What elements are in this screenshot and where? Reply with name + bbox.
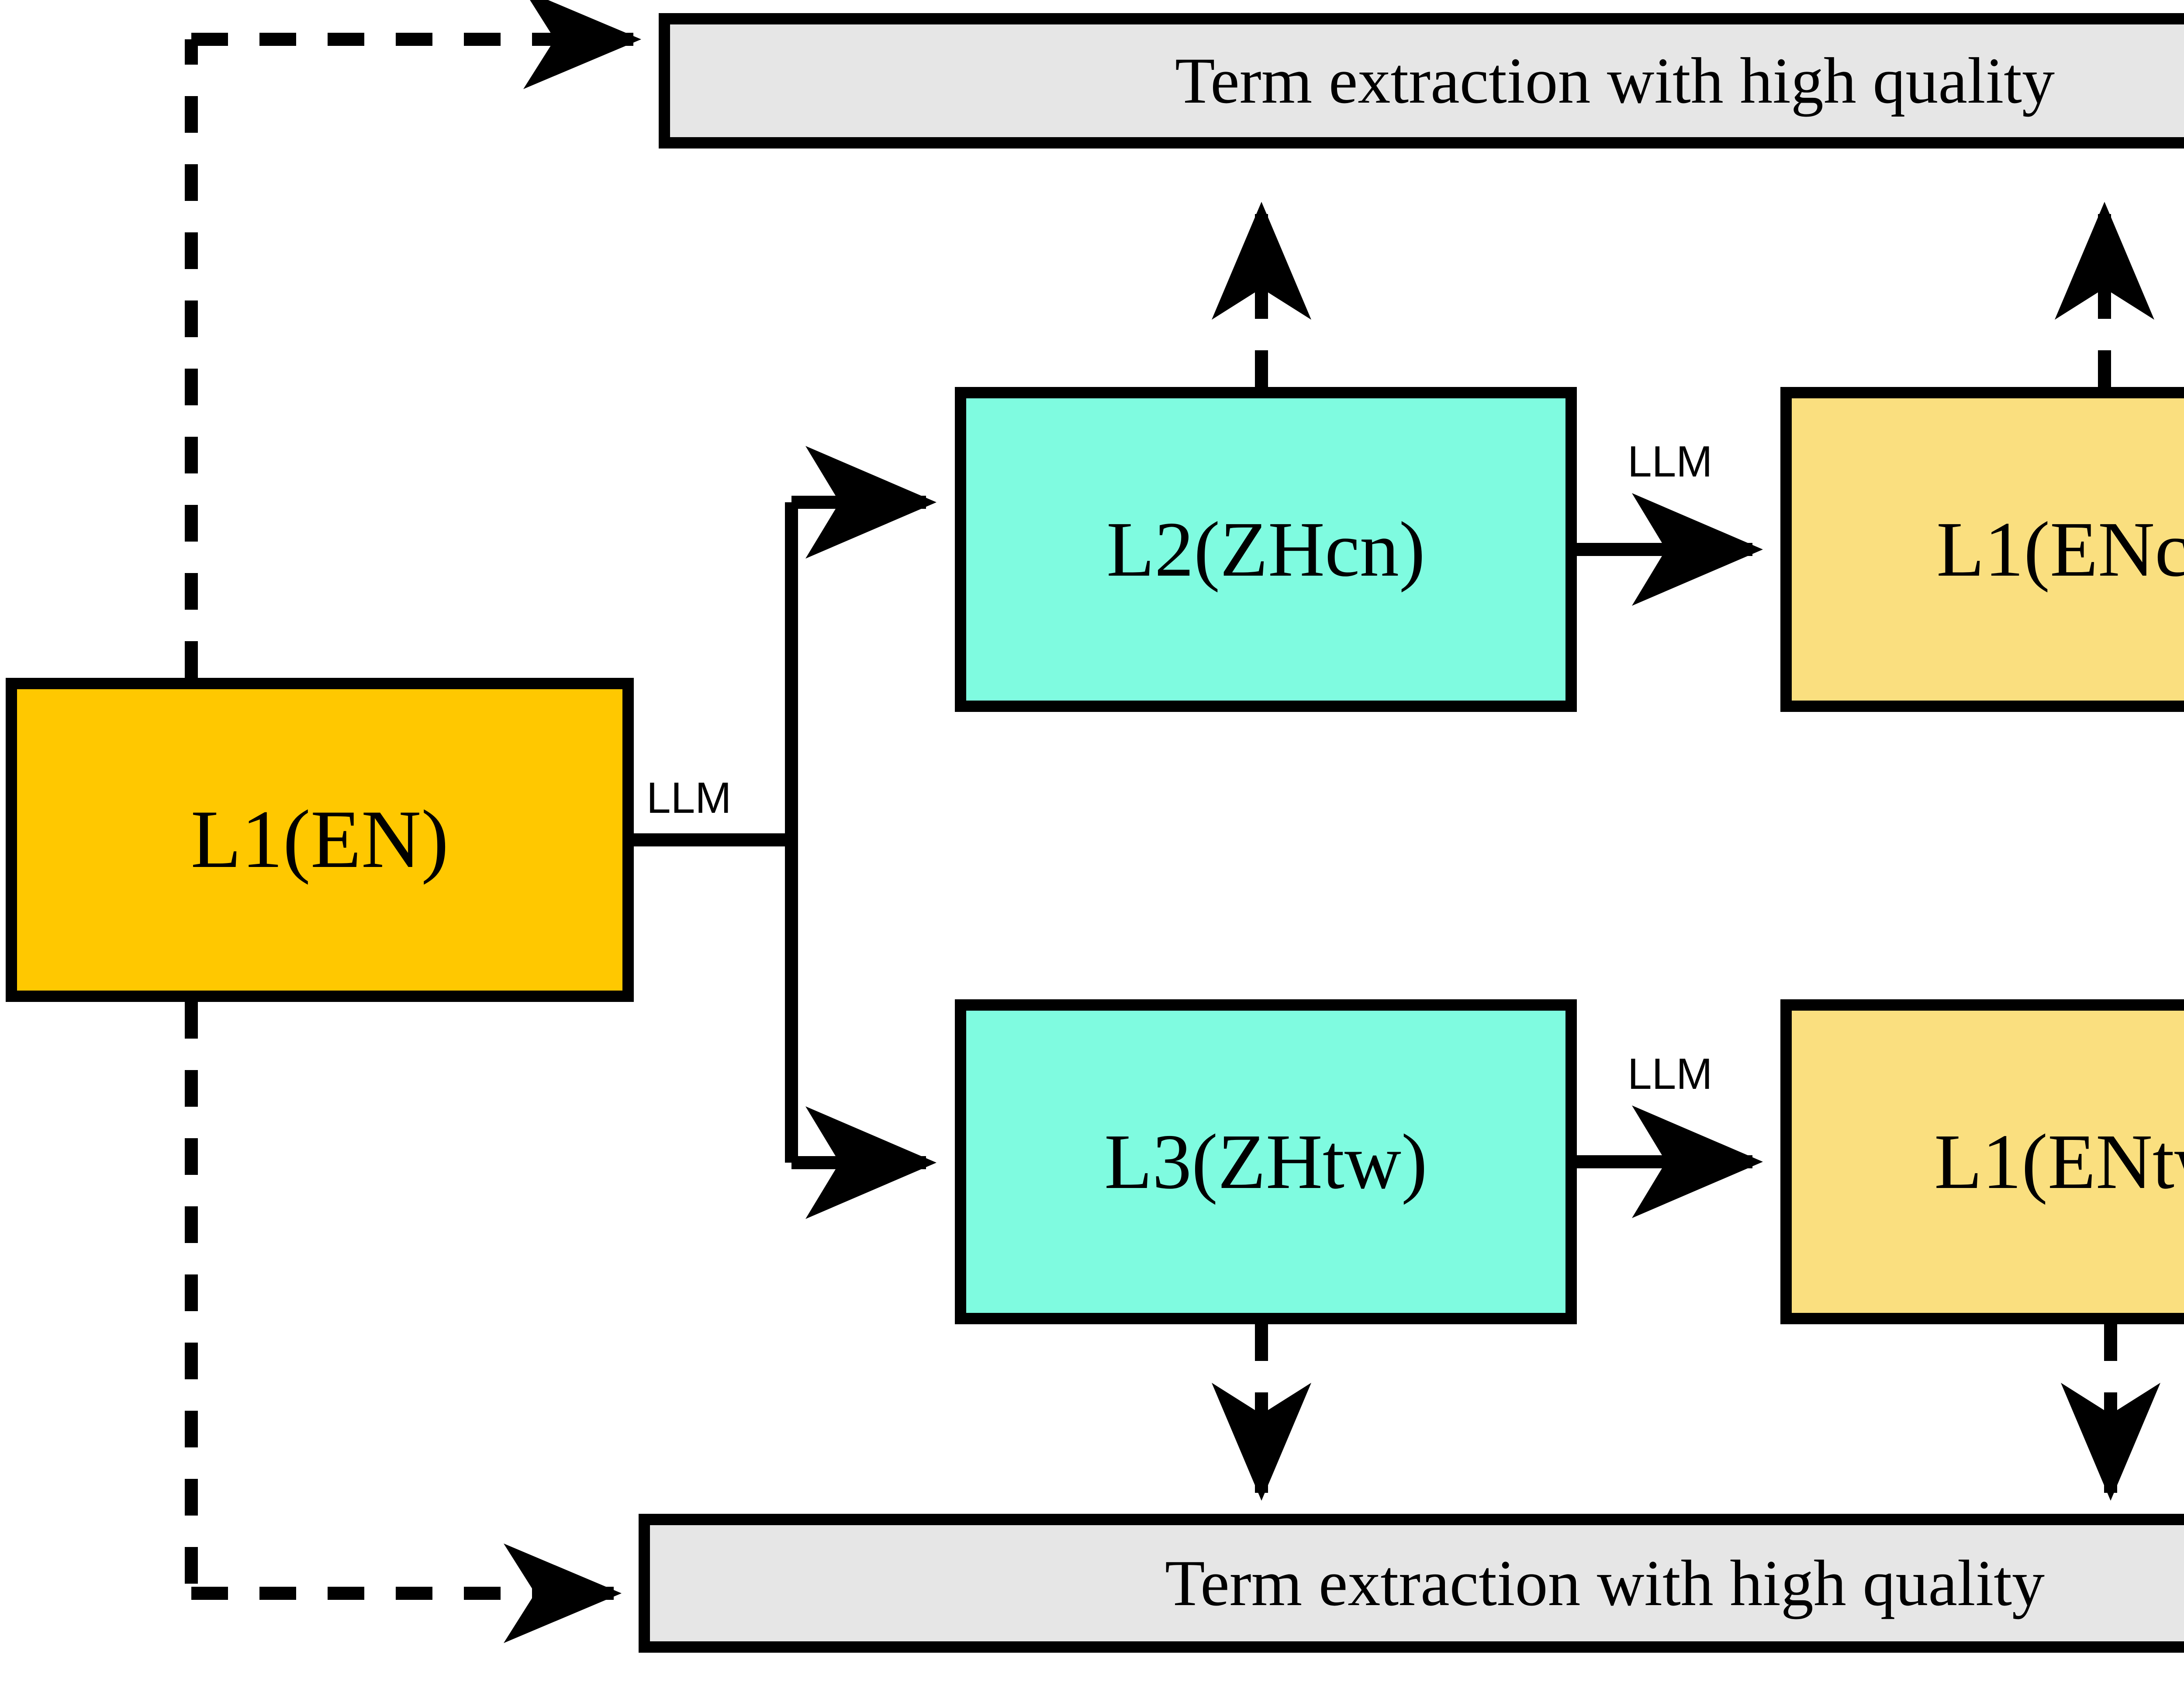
- node-l1-entw[interactable]: L1(ENtw): [1780, 999, 2184, 1324]
- edge-label-llm-zhtw-entw: LLM: [1628, 1050, 1713, 1098]
- node-l1-encn-label: L1(ENcn): [1936, 506, 2184, 593]
- node-l1-en[interactable]: L1(EN): [6, 678, 634, 1002]
- node-l1-encn[interactable]: L1(ENcn): [1780, 387, 2184, 712]
- node-top-label: Term extraction with high quality: [1175, 44, 2055, 117]
- node-bottom-term-extraction[interactable]: Term extraction with high quality: [639, 1514, 2184, 1653]
- node-l1-entw-label: L1(ENtw): [1934, 1118, 2184, 1205]
- node-l1-en-label: L1(EN): [190, 794, 449, 886]
- node-l3-zhtw[interactable]: L3(ZHtw): [955, 999, 1577, 1324]
- node-bottom-label: Term extraction with high quality: [1165, 1547, 2045, 1619]
- node-l2-zhcn-label: L2(ZHcn): [1106, 506, 1425, 593]
- edge-label-llm-split: LLM: [646, 773, 732, 822]
- edge-label-llm-zhcn-encn: LLM: [1628, 437, 1713, 486]
- node-top-term-extraction[interactable]: Term extraction with high quality: [659, 13, 2184, 148]
- node-l3-zhtw-label: L3(ZHtw): [1104, 1118, 1427, 1205]
- node-l2-zhcn[interactable]: L2(ZHcn): [955, 387, 1577, 712]
